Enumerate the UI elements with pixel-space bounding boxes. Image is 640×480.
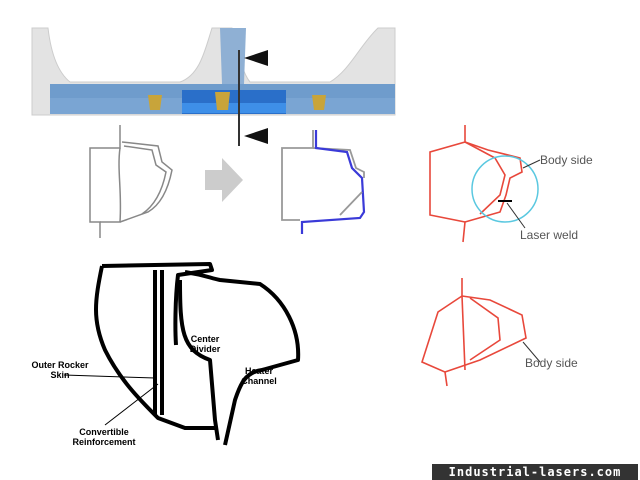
label-laser-weld: Laser weld	[520, 228, 579, 242]
section-arrow-icon	[244, 50, 268, 66]
section-after	[281, 130, 366, 234]
leader-line	[63, 374, 156, 379]
rocker-panel-illustration	[31, 27, 396, 116]
label-heater-channel: Heater Channel	[241, 366, 277, 386]
leader-line	[104, 383, 159, 426]
transform-arrow-icon	[205, 158, 243, 202]
label-body-side-top: Body side	[540, 153, 593, 167]
weld-section-bottom	[421, 278, 527, 387]
label-outer-rocker-skin: Outer Rocker Skin	[31, 360, 89, 380]
label-center-divider: Center Divider	[189, 334, 221, 354]
weld-zoom-circle	[471, 155, 539, 223]
leader-line	[522, 159, 541, 169]
leader-line	[506, 202, 526, 229]
section-arrow-icon	[244, 128, 268, 144]
label-convertible-reinforcement: Convertible Reinforcement	[72, 427, 136, 447]
watermark: Industrial-lasers.com	[432, 464, 638, 480]
weld-section-top	[429, 125, 523, 243]
label-body-side-bottom: Body side	[525, 356, 578, 370]
rocker-cross-section-sketch	[94, 262, 301, 446]
leader-line	[522, 341, 541, 363]
section-before	[89, 125, 173, 238]
